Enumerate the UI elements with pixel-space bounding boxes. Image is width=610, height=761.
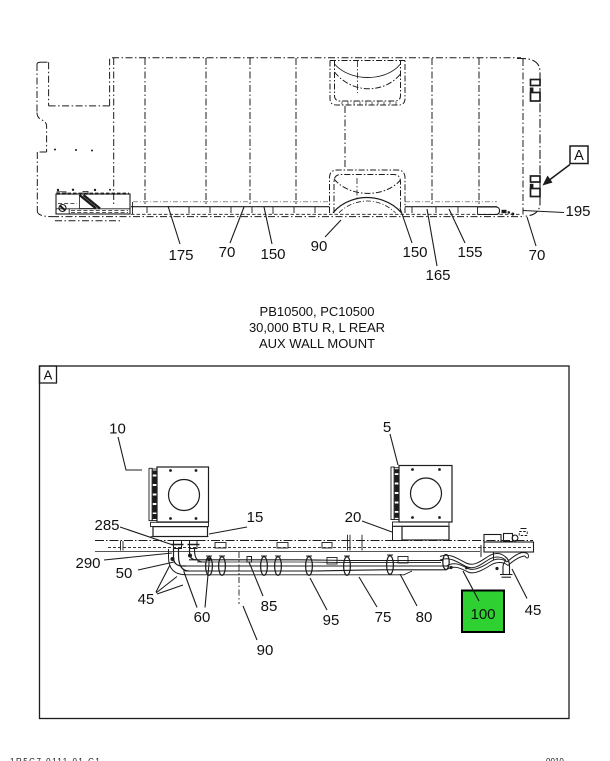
svg-text:70: 70 xyxy=(219,244,236,261)
svg-text:15: 15 xyxy=(247,509,264,526)
svg-text:60: 60 xyxy=(194,609,211,626)
svg-text:285: 285 xyxy=(94,517,119,534)
svg-text:PB10500, PC10500: PB10500, PC10500 xyxy=(260,304,375,319)
svg-text:80: 80 xyxy=(416,609,433,626)
svg-text:85: 85 xyxy=(261,598,278,615)
svg-text:45: 45 xyxy=(525,602,542,619)
svg-text:20: 20 xyxy=(345,509,362,526)
svg-text:195: 195 xyxy=(565,203,590,220)
svg-text:75: 75 xyxy=(375,609,392,626)
svg-text:70: 70 xyxy=(529,247,546,264)
svg-text:A: A xyxy=(44,368,53,383)
svg-text:90: 90 xyxy=(257,642,274,659)
svg-text:290: 290 xyxy=(75,555,100,572)
svg-text:150: 150 xyxy=(402,244,427,261)
svg-text:A: A xyxy=(574,148,584,164)
svg-text:150: 150 xyxy=(260,246,285,263)
svg-text:175: 175 xyxy=(168,247,193,264)
svg-text:95: 95 xyxy=(323,612,340,629)
svg-text:50: 50 xyxy=(116,565,133,582)
svg-text:5: 5 xyxy=(383,419,391,436)
svg-text:90: 90 xyxy=(311,238,328,255)
svg-text:155: 155 xyxy=(457,244,482,261)
svg-text:45: 45 xyxy=(138,591,155,608)
svg-text:30,000 BTU R, L REAR: 30,000 BTU R, L REAR xyxy=(249,320,385,335)
svg-text:1R5C7 0111 01 C1: 1R5C7 0111 01 C1 xyxy=(10,757,101,761)
svg-text:AUX WALL MOUNT: AUX WALL MOUNT xyxy=(259,336,375,351)
svg-text:100: 100 xyxy=(470,606,495,623)
svg-text:10: 10 xyxy=(109,421,126,438)
svg-text:0010: 0010 xyxy=(546,757,564,761)
svg-text:165: 165 xyxy=(425,267,450,284)
